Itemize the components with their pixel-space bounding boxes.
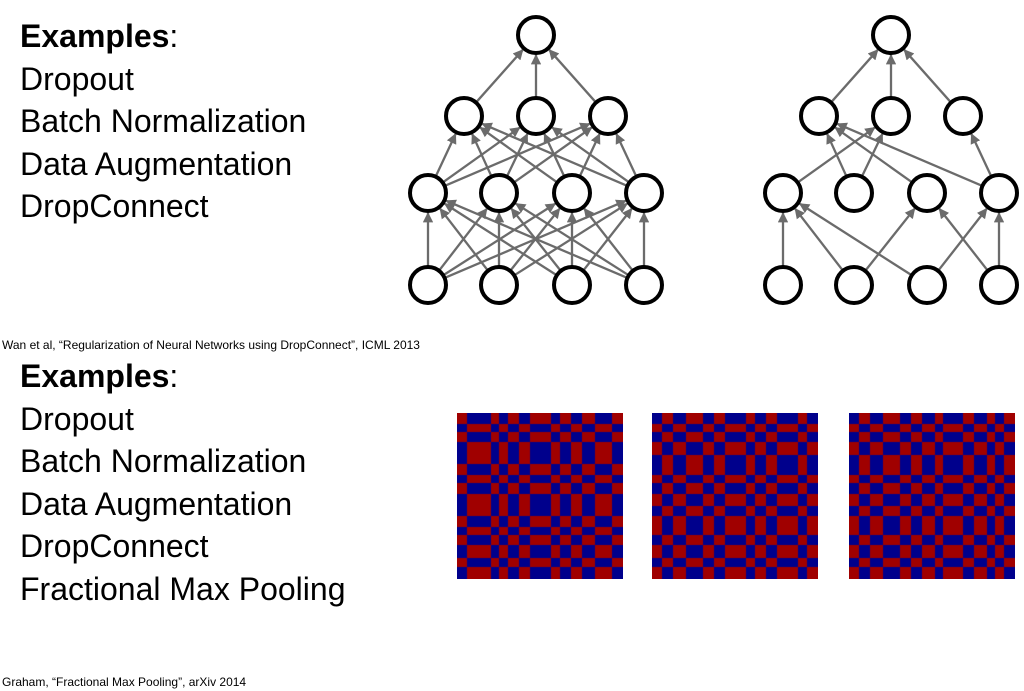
neuron-node [871, 96, 911, 136]
connection-arrow [830, 49, 879, 103]
neuron-node [763, 173, 803, 213]
list-heading: Examples: [20, 15, 306, 58]
connection-arrow [471, 133, 493, 177]
technique-list: Examples: Dropout Batch Normalization Da… [20, 15, 306, 228]
list-item-fractional-max-pooling: Fractional Max Pooling [20, 570, 346, 607]
neuron-node [624, 265, 664, 305]
connection-arrow [443, 202, 557, 276]
connection-arrow [475, 49, 524, 103]
neuron-node [588, 96, 628, 136]
connection-arrow [479, 126, 558, 183]
neuron-node [979, 265, 1019, 305]
pooling-grid-image-3 [849, 413, 1015, 579]
neuron-node [552, 173, 592, 213]
connection-arrow [834, 126, 913, 183]
connection-arrow [864, 207, 916, 271]
connection-arrow [903, 49, 952, 103]
list-heading: Examples: [20, 355, 345, 398]
connection-arrow [938, 207, 989, 271]
neuron-node [907, 265, 947, 305]
connection-arrow [970, 133, 992, 177]
connection-arrow [445, 199, 627, 279]
neuron-node [444, 96, 484, 136]
connection-arrow [794, 208, 844, 271]
connection-arrow [515, 202, 629, 276]
neuron-node [479, 173, 519, 213]
neuron-node [907, 173, 947, 213]
neuron-node [834, 265, 874, 305]
list-item-batch-normalization: Batch Normalization [20, 103, 307, 139]
citation-graham: Graham, “Fractional Max Pooling”, arXiv … [2, 675, 247, 689]
connection-arrow [481, 122, 627, 187]
neuron-node [479, 265, 519, 305]
connection-arrow [548, 49, 597, 103]
neuron-node [624, 173, 664, 213]
connection-arrow [836, 122, 982, 187]
neuron-node [799, 96, 839, 136]
slide-dropconnect: Examples: Dropout Batch Normalization Da… [2, 15, 1019, 352]
heading-colon: : [169, 18, 179, 54]
neuron-node [408, 173, 448, 213]
slide-fractional-max-pooling: Examples: Dropout Batch Normalization Da… [0, 355, 1024, 691]
technique-list: Examples: Dropout Batch Normalization Da… [20, 355, 345, 610]
neuron-node [763, 265, 803, 305]
neuron-node [552, 265, 592, 305]
neuron-node [408, 265, 448, 305]
connection-arrow [583, 207, 634, 271]
list-item-dropout: Dropout [20, 60, 134, 97]
pooling-grid-image-1 [457, 413, 623, 579]
connection-arrow [439, 208, 489, 271]
connection-arrow [435, 133, 457, 177]
list-item-batch-normalization: Batch Normalization [20, 443, 307, 479]
connection-arrow [826, 133, 848, 177]
connection-arrow [615, 133, 637, 177]
heading-examples: Examples [20, 18, 170, 54]
pooling-grid-image-2 [652, 413, 818, 579]
list-item-dropconnect: DropConnect [20, 528, 209, 564]
full-network-diagram [408, 15, 664, 305]
citation-wan: Wan et al, “Regularization of Neural Net… [2, 338, 420, 352]
connection-arrow [551, 126, 630, 183]
neuron-node [871, 15, 911, 55]
list-item-dropconnect: DropConnect [20, 188, 209, 224]
connection-arrow [798, 202, 912, 276]
heading-examples: Examples [20, 358, 170, 394]
neuron-node [516, 96, 556, 136]
neuron-node [979, 173, 1019, 213]
list-item-dropout: Dropout [20, 400, 134, 437]
list-item-data-augmentation: Data Augmentation [20, 485, 293, 522]
dropconnect-network-diagram [763, 15, 1019, 305]
heading-colon: : [169, 358, 179, 394]
neuron-node [516, 15, 556, 55]
list-item-data-augmentation: Data Augmentation [20, 145, 293, 182]
neuron-node [943, 96, 983, 136]
neuron-node [834, 173, 874, 213]
